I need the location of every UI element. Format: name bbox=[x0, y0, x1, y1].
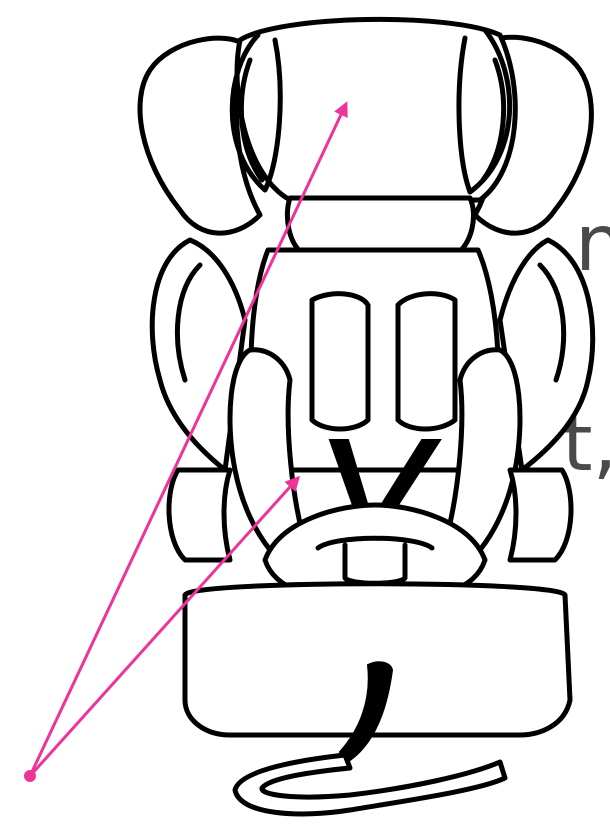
lap-belt-strap bbox=[232, 752, 508, 817]
arrow-origin-dot bbox=[24, 770, 36, 782]
headrest-right-pad bbox=[456, 27, 513, 195]
headrest-collar bbox=[284, 195, 476, 258]
right-shoulder-pad bbox=[395, 291, 458, 432]
left-shoulder-pad bbox=[309, 291, 371, 432]
right-side-wing bbox=[497, 237, 596, 473]
child-car-seat-icon bbox=[137, 16, 596, 817]
right-side-wing-inner bbox=[537, 262, 567, 383]
left-side-wing bbox=[149, 237, 248, 473]
left-side-wing-inner bbox=[175, 262, 203, 383]
headrest-left-pad bbox=[229, 32, 283, 193]
headrest bbox=[234, 16, 518, 203]
left-armrest-block bbox=[166, 467, 233, 563]
pointer-arrows bbox=[24, 101, 348, 782]
right-armrest-block bbox=[507, 467, 574, 563]
arrow-to-headrest bbox=[28, 101, 348, 777]
seat-base bbox=[182, 581, 573, 738]
arrow-to-backrest bbox=[28, 475, 301, 778]
lap-belt-buckle bbox=[338, 661, 394, 762]
clipped-text-line-1: n bbox=[575, 199, 610, 289]
seat-cushion-fold bbox=[315, 535, 435, 551]
headrest-inner-right bbox=[480, 57, 507, 183]
headrest-inner-left bbox=[238, 57, 265, 183]
